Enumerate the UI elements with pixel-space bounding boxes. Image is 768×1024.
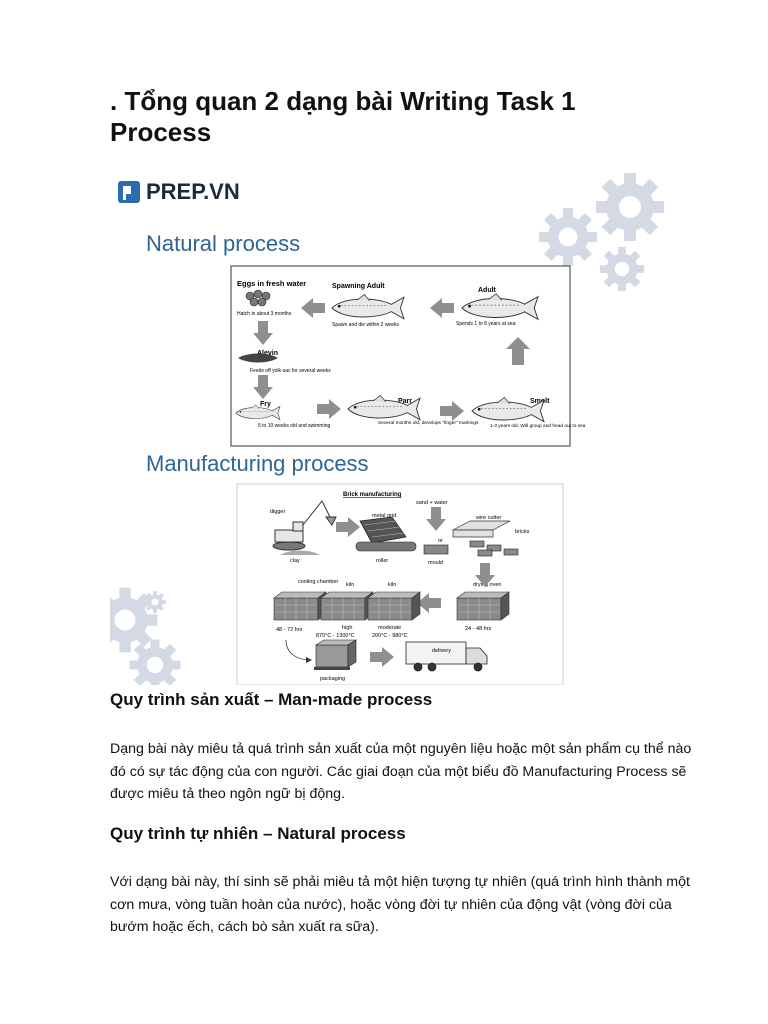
kiln-label-1: kiln (346, 582, 354, 588)
parr-label: Parr (398, 398, 412, 405)
kiln-label-2: kiln (388, 582, 396, 588)
packaging-label: packaging (320, 676, 345, 682)
smolt-note: 1-3 years old. Will group and head out t… (490, 423, 586, 429)
high-label: high (342, 625, 352, 631)
mould-label: mould (428, 560, 443, 566)
brick-title: Brick manufacturing (343, 492, 402, 498)
wire-cutter-icon (452, 520, 511, 538)
gear-icon (599, 246, 645, 292)
gear-icon (144, 591, 166, 613)
natural-heading: Natural process (146, 231, 300, 256)
clay-icon (280, 550, 320, 555)
section-text-natural: Với dạng bài này, thí sinh sẽ phải miêu … (110, 874, 690, 935)
parr-note: Several months old, develops "finger" ma… (378, 420, 479, 426)
section-text-manmade: Dạng bài này miêu tả quá trình sản xuất … (110, 741, 692, 802)
fry-label: Fry (260, 401, 271, 408)
moderate-label: moderate (378, 625, 401, 631)
gear-icon (596, 173, 664, 241)
hours-cooling: 48 - 72 hrs (276, 627, 303, 633)
hatch-note: Hatch in about 3 months (237, 311, 292, 317)
roller-label: roller (376, 558, 388, 564)
gear-icon (129, 639, 181, 685)
digger-icon (272, 500, 337, 551)
eggs-icon (245, 289, 271, 307)
packaging-icon (314, 639, 358, 670)
hours-drying: 24 - 48 hrs (465, 626, 492, 632)
sand-water-label: sand + water (416, 500, 448, 506)
smolt-label: Smolt (530, 398, 550, 405)
high-temp: 870°C - 1300°C (316, 633, 355, 639)
drying-oven-label: drying oven (473, 582, 501, 588)
alevin-icon (238, 353, 278, 363)
roller-belt-icon (355, 541, 417, 552)
fry-note: 5 to 10 weeks old and swimming (258, 423, 330, 429)
cooling-chamber-icon (273, 591, 327, 621)
adult-label: Adult (478, 287, 497, 294)
spawning-label: Spawning Adult (332, 283, 385, 290)
bricks-icon (469, 540, 519, 557)
cooling-chamber-label: cooling chamber (298, 579, 339, 585)
moderate-temp: 200°C - 980°C (372, 633, 408, 639)
adult-note: Spends 1 to 8 years at sea (456, 321, 516, 327)
gear-icon (539, 208, 597, 266)
flow-arrow-to-packaging (285, 639, 309, 661)
drying-oven-icon (456, 591, 510, 621)
spawning-note: Spawn and die within 2 weeks (332, 322, 399, 328)
clay-label: clay (290, 558, 300, 564)
or-label: or (438, 538, 443, 544)
alevin-label: Alevin (257, 350, 278, 357)
bricks-label: bricks (515, 529, 530, 535)
page-title: . Tổng quan 2 dạng bài Writing Task 1 Pr… (110, 86, 576, 147)
kiln-moderate-icon (367, 591, 421, 621)
manufacturing-heading: Manufacturing process (146, 451, 369, 476)
brand-name: PREP.VN (146, 179, 240, 204)
eggs-label: Eggs in fresh water (237, 279, 306, 288)
manufacturing-process-diagram: Brick manufacturing digger clay metal gr… (236, 483, 564, 685)
delivery-label: delivery (432, 648, 451, 654)
section-heading-manmade: Quy trình sản xuất – Man-made process (110, 690, 433, 709)
process-infographic: PREP.VN Natural process Manufacturing pr… (110, 165, 675, 685)
mould-icon (423, 544, 449, 555)
delivery-truck-icon (405, 641, 488, 672)
wire-cutter-label: wire cutter (475, 515, 502, 521)
section-heading-natural: Quy trình tự nhiên – Natural process (110, 824, 406, 843)
metal-grid-label: metal grid (372, 513, 396, 519)
metal-grid-icon (359, 516, 407, 544)
natural-process-diagram: Eggs in fresh water Hatch in about 3 mon… (230, 265, 586, 447)
prep-logo-icon (118, 181, 140, 203)
alevin-note: Feeds off yolk-sac for several weeks (250, 368, 331, 374)
digger-label: digger (270, 509, 285, 515)
kiln-high-icon (320, 591, 374, 621)
